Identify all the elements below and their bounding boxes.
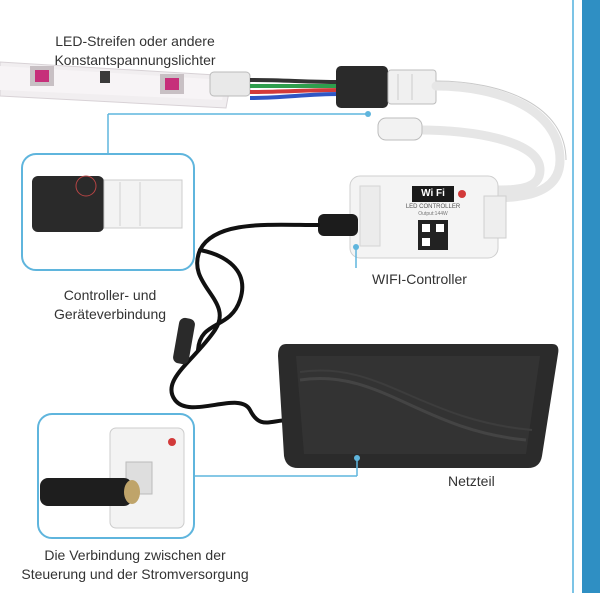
small-plug	[377, 117, 423, 141]
label-control-power-line1: Die Verbindung zwischen der	[44, 547, 226, 563]
right-accent-line	[572, 0, 574, 593]
callout-controller-connection	[21, 111, 371, 271]
label-controller-connection-line2: Geräteverbindung	[53, 306, 167, 322]
strip-plug	[336, 66, 388, 108]
controller-output: Output:144W	[418, 211, 448, 217]
wifi-badge: Wi Fi	[421, 188, 445, 199]
power-adapter	[278, 344, 559, 468]
ferrite-core	[173, 317, 195, 365]
wifi-controller-device	[349, 175, 507, 259]
led-chip	[165, 78, 179, 90]
label-controller-connection-line1: Controller- und	[63, 287, 157, 303]
right-accent-bar	[582, 0, 600, 593]
dc-plug	[318, 214, 358, 236]
label-wifi-controller: WIFI-Controller	[372, 271, 467, 287]
label-led-strip-line2: Konstantspannungslichter	[54, 52, 216, 68]
controller-cables	[415, 81, 565, 203]
label-controller-connection: Controller- und Geräteverbindung	[30, 286, 190, 324]
label-led-strip-line1: LED-Streifen oder andere	[55, 33, 215, 49]
cable-outline	[435, 80, 567, 161]
led-chip	[35, 70, 49, 82]
label-control-power-connection: Die Verbindung zwischen der Steuerung un…	[0, 546, 270, 584]
callout-control-power	[37, 413, 357, 539]
controller-text: LED CONTROLLER	[405, 204, 461, 210]
label-led-strip: LED-Streifen oder andere Konstantspannun…	[20, 32, 250, 70]
led-strip	[0, 61, 251, 109]
label-power-supply: Netzteil	[448, 473, 495, 489]
label-control-power-line2: Steuerung und der Stromversorgung	[21, 566, 249, 582]
power-cable	[169, 222, 320, 425]
rgb-wires	[249, 78, 341, 100]
